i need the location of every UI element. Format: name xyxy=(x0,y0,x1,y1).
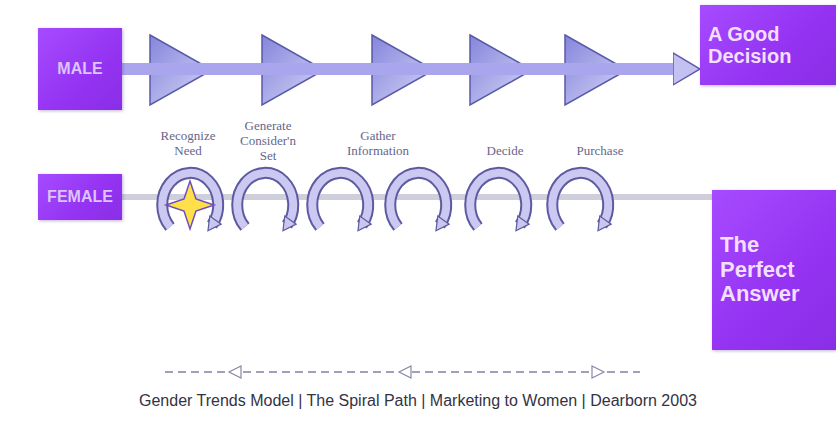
spiral-loop xyxy=(237,173,293,227)
box-label: FEMALE xyxy=(47,188,113,206)
spiral-loop xyxy=(390,173,446,227)
box-label: MALE xyxy=(57,60,102,78)
spiral-loop xyxy=(390,173,446,227)
spiral-loop xyxy=(237,173,293,227)
spiral-loop xyxy=(552,173,608,227)
outcome-box: The Perfect Answer xyxy=(712,190,836,350)
spiral-loop xyxy=(470,173,526,227)
stage-label: Gather Information xyxy=(332,128,424,158)
flow-line xyxy=(122,194,712,200)
caption: Gender Trends Model | The Spiral Path | … xyxy=(0,392,836,410)
start-star xyxy=(166,181,214,229)
spiral-loop xyxy=(312,173,368,227)
spiral-loop xyxy=(552,173,608,227)
flow-arrow xyxy=(122,63,673,75)
stage-label: Decide xyxy=(473,143,537,158)
box-label: The Perfect Answer xyxy=(720,233,816,307)
female-box: FEMALE xyxy=(38,174,122,220)
spiral-loop xyxy=(312,173,368,227)
return-arrow-head xyxy=(229,366,241,378)
outcome-box: A Good Decision xyxy=(700,5,836,85)
spiral-outline xyxy=(162,173,608,227)
male-box: MALE xyxy=(38,28,122,110)
return-arrow-head xyxy=(399,366,411,378)
stage-label: Recognize Need xyxy=(150,128,226,158)
spiral-loop xyxy=(470,173,526,227)
return-arrow-head xyxy=(592,366,604,378)
box-label: A Good Decision xyxy=(708,23,818,68)
stage-label: Generate Consider'n Set xyxy=(231,118,305,163)
stage-label: Purchase xyxy=(562,143,638,158)
spiral-fill xyxy=(162,173,608,227)
